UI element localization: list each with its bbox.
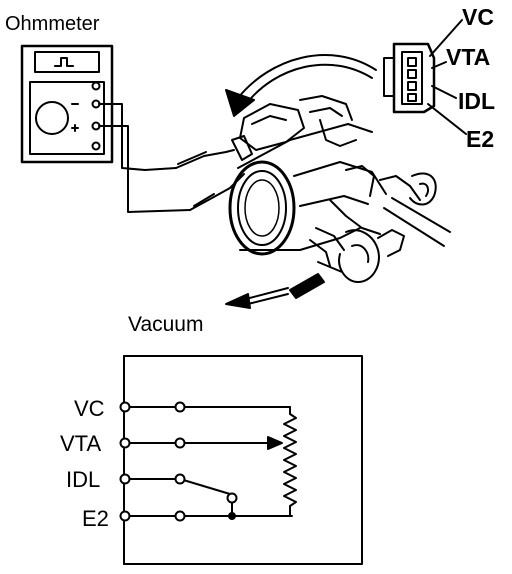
sensor-connector-icon: [383, 19, 467, 135]
vacuum-arrow: [225, 287, 289, 309]
circuit-terminal-label-vc: VC: [74, 396, 105, 421]
test-leads: [98, 103, 245, 213]
circuit-schematic: [119, 355, 363, 565]
connector-pin-label-idl: IDL: [458, 88, 496, 114]
circuit-terminal-label-e2: E2: [82, 506, 109, 531]
connector-arrow: [225, 54, 377, 117]
connector-pin-label-e2: E2: [466, 126, 495, 152]
circuit-terminal-label-vta: VTA: [60, 431, 102, 456]
ohmmeter-label: Ohmmeter: [5, 13, 100, 35]
connector-pin-label-vta: VTA: [446, 44, 491, 70]
connector-pin-label-vc: VC: [462, 4, 494, 30]
vacuum-label: Vacuum: [128, 313, 204, 336]
circuit-terminal-label-idl: IDL: [66, 467, 101, 492]
throttle-body-illustration: [228, 95, 451, 299]
